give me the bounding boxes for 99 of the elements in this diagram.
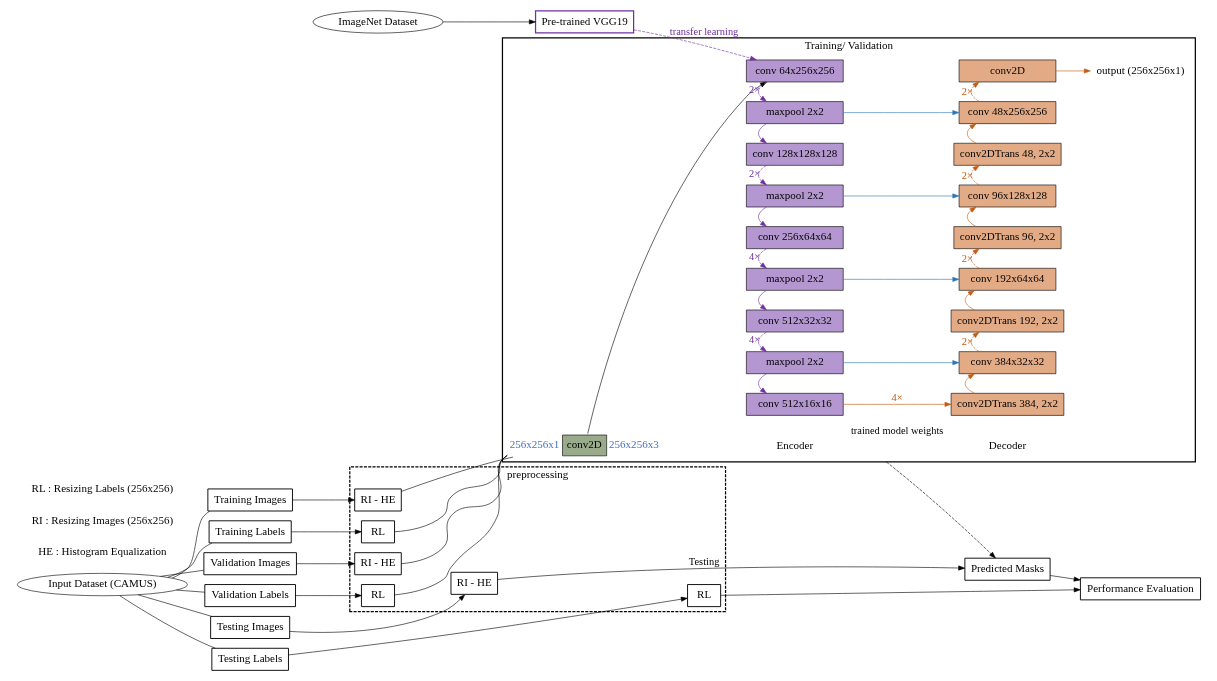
label: Decoder [988, 438, 1026, 451]
arrow [842, 360, 959, 366]
arrow [442, 19, 536, 25]
node-box: RI - HE [353, 552, 402, 576]
arrow [885, 461, 996, 559]
edge-label: 2× [961, 169, 973, 181]
node-box: maxpool 2x2 [745, 184, 844, 208]
arrow [757, 248, 767, 269]
arrow [842, 193, 959, 199]
arrow [966, 123, 976, 144]
arrow [295, 561, 355, 567]
connector [400, 456, 513, 492]
node-box: Validation Images [202, 552, 297, 576]
label: RI : Resizing Images (256x256) [31, 513, 173, 526]
arrow [970, 165, 979, 186]
node-box: RL [686, 584, 721, 608]
node-box: conv 128x128x128 [745, 142, 844, 166]
label: HE : Histogram Equalization [37, 545, 166, 558]
node-box: Training Images [206, 488, 293, 512]
arrow [757, 373, 767, 394]
edge-label: 2× [748, 84, 760, 96]
node-ellipse: Input Dataset (CAMUS) [16, 573, 188, 597]
arrow [586, 81, 767, 434]
connector [175, 589, 205, 593]
connector [171, 510, 210, 579]
arrow [757, 123, 767, 144]
arrow [496, 565, 965, 580]
connector [118, 595, 216, 649]
node-box: conv 64x256x256 [745, 59, 844, 83]
arrow [632, 29, 757, 61]
node-box: Testing Images [209, 615, 290, 639]
node-box: RL [360, 520, 395, 544]
node-box: maxpool 2x2 [745, 351, 844, 374]
node-box: Pre-trained VGG19 [534, 10, 634, 34]
node-box: Training Labels [208, 520, 292, 544]
edge-label: 2× [961, 86, 973, 98]
edge-label: 4× [748, 334, 760, 346]
arrow [757, 331, 767, 352]
node-text: output (256x256x1) [1096, 63, 1184, 76]
label: Encoder [775, 438, 813, 451]
arrow [970, 331, 979, 352]
node-box: conv2DTrans 48, 2x2 [953, 142, 1061, 166]
arrow [966, 206, 976, 227]
arrow [964, 290, 975, 311]
arrow [970, 81, 979, 102]
arrow [288, 594, 465, 633]
node-box: conv 512x32x32 [745, 309, 844, 333]
connector [393, 455, 507, 533]
node-box: conv 96x128x128 [958, 184, 1056, 208]
node-box: conv2DTrans 96, 2x2 [953, 226, 1061, 249]
arrow [294, 593, 362, 599]
node-box: maxpool 2x2 [745, 268, 844, 291]
node-box: conv2DTrans 192, 2x2 [950, 309, 1064, 333]
arrow [842, 401, 951, 407]
node-label: 256x256x1 [509, 438, 559, 451]
edge-label: 4× [748, 251, 760, 263]
connector [159, 569, 204, 577]
arrow [970, 248, 979, 269]
node-box: RI - HE [353, 488, 402, 512]
node-box: conv 192x64x64 [958, 268, 1056, 291]
node-box: conv 512x16x16 [745, 393, 844, 416]
arrow [757, 290, 767, 311]
arrow [842, 276, 959, 282]
node-box: conv 48x256x256 [958, 101, 1056, 124]
node-box: Performance Evaluation [1079, 577, 1201, 601]
arrow [757, 81, 767, 102]
arrow [287, 596, 688, 656]
label: RL : Resizing Labels (256x256) [31, 481, 173, 494]
arrow [291, 497, 355, 503]
node-box: conv 384x32x32 [958, 351, 1056, 374]
connector [394, 454, 508, 596]
edge-label: Testing [688, 555, 719, 567]
node-box: RI - HE [450, 571, 498, 595]
connector [167, 542, 212, 578]
node-ellipse: ImageNet Dataset [312, 10, 443, 34]
node-box: Validation Labels [203, 584, 296, 608]
arrow [842, 110, 959, 116]
node-box: Predicted Masks [963, 557, 1051, 581]
edge-label: trained model weights [850, 424, 943, 436]
node-box: maxpool 2x2 [745, 101, 844, 124]
arrow [964, 373, 975, 394]
node-box: conv 256x64x64 [745, 226, 844, 249]
node-label: 256x256x3 [608, 438, 659, 451]
edge-label: transfer learning [669, 26, 738, 38]
arrow [1049, 575, 1080, 582]
edge-label: 4× [891, 392, 903, 404]
edge-label: 2× [961, 253, 973, 265]
node-box: conv2D [958, 59, 1056, 83]
edge-label: 2× [961, 336, 973, 348]
arrow [757, 206, 767, 227]
node-box: conv2DTrans 384, 2x2 [950, 393, 1064, 416]
node-box: RL [360, 584, 395, 608]
connector [137, 594, 212, 617]
arrow [1055, 68, 1091, 74]
edge-label: 2× [748, 167, 760, 179]
arrow [290, 529, 362, 535]
arrow [719, 587, 1081, 596]
arrow [757, 165, 767, 186]
node-box: Testing Labels [210, 647, 289, 671]
